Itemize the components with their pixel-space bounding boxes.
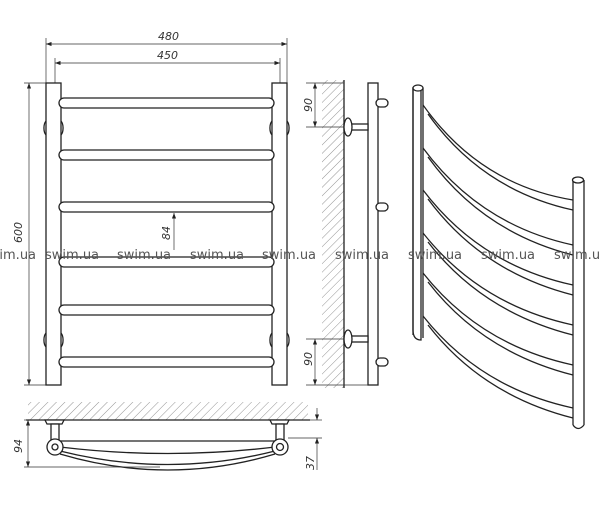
right-riser (271, 82, 288, 386)
front-view: 480 450 600 84 (12, 30, 290, 386)
left-riser (45, 82, 62, 386)
watermarks: swim.ua swim.ua swim.ua swim.ua swim.ua … (0, 248, 600, 263)
dim-top-90-label: 90 (302, 98, 315, 112)
watermark: swim.ua (45, 248, 99, 263)
dim-600-label: 600 (12, 222, 25, 243)
dim-480-label: 480 (158, 30, 179, 43)
top-view: 94 37 (12, 402, 322, 471)
dim-37-label: 37 (304, 456, 317, 470)
watermark: swim.ua (554, 248, 600, 263)
side-view: 90 90 (302, 80, 389, 388)
watermark: swim.ua (262, 248, 316, 263)
dim-94-label: 94 (12, 439, 25, 453)
dim-84-label: 84 (160, 226, 173, 240)
curved-bars (422, 104, 574, 419)
dim-450-label: 450 (157, 49, 178, 62)
watermark: swim.ua (117, 248, 171, 263)
watermark: swim.ua (335, 248, 389, 263)
watermark: swim.ua (190, 248, 244, 263)
perspective-view (412, 84, 585, 430)
watermark: swim.ua (0, 248, 36, 263)
crossbars (58, 97, 275, 368)
side-riser (367, 82, 379, 386)
watermark: swim.ua (481, 248, 535, 263)
wall-mounts (43, 120, 290, 348)
watermark: swim.ua (408, 248, 462, 263)
dim-bottom-90-label: 90 (302, 352, 315, 366)
